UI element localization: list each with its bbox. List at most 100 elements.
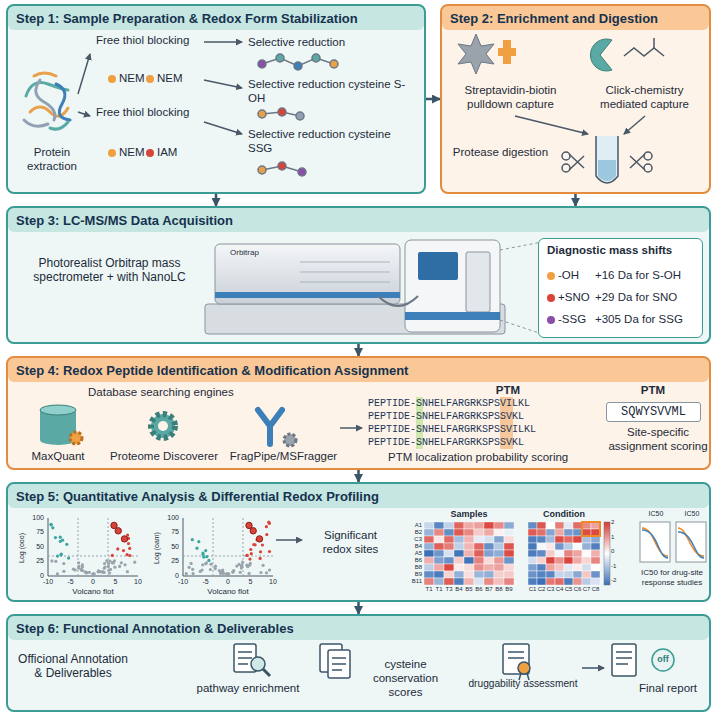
text-label: 75 — [26, 528, 44, 536]
text-label: PEPTIDE-SNHELFARGRKSPSSVKL — [368, 411, 578, 423]
text-label: T1 — [434, 586, 444, 593]
text-label: C5 — [564, 586, 573, 593]
text-label: 5 — [107, 578, 125, 586]
text-label: 0 — [161, 572, 179, 580]
text-label: cysteine conservation scores — [358, 658, 453, 699]
text-label: SQWYSVVML — [606, 402, 701, 422]
text-label: 0 — [611, 548, 625, 555]
text-label: IAM — [146, 146, 182, 160]
text-label: +16 Da for S-OH — [595, 269, 699, 283]
text-label: B2 — [402, 529, 422, 536]
text-label: -5 — [62, 578, 80, 586]
text-label: Selective reduction cysteine SSG — [248, 128, 418, 156]
text-label: B7 — [484, 586, 494, 593]
capture-icons — [458, 34, 664, 74]
text-label: Proteome Discoverer — [104, 450, 224, 464]
step-heading: Step 3: LC-MS/MS Data Acquisition — [16, 212, 616, 230]
text-label: IC50 — [640, 510, 672, 518]
text-label: 75 — [161, 528, 179, 536]
text-label: 0 — [26, 572, 44, 580]
panel-grounds — [6, 4, 711, 712]
text-label: NEM — [108, 72, 144, 86]
text-label: A5 — [402, 550, 422, 557]
text-label: -5 — [197, 578, 215, 586]
text-label: PTM — [493, 384, 523, 398]
text-label: druggability assessment — [468, 678, 578, 690]
text-label: Click-chemistry mediated capture — [582, 84, 707, 112]
text-label: Volcano flot — [58, 587, 128, 597]
text-label: +29 Da for SNO — [595, 291, 699, 305]
text-label: Site-specific assignment scoring — [608, 426, 708, 454]
text-label: Log (ooo) — [18, 518, 26, 578]
text-label: Samples — [424, 509, 514, 519]
text-label: 0 — [84, 578, 102, 586]
text-label: Volcano flot — [193, 587, 263, 597]
text-label: NEM — [146, 72, 182, 86]
text-label: C4 — [555, 586, 564, 593]
text-label: B6 — [474, 586, 484, 593]
text-label: 100 — [161, 514, 179, 522]
text-label: PTM — [638, 384, 668, 398]
text-label: C3 — [402, 536, 422, 543]
text-label: B8 — [402, 564, 422, 571]
text-label: -2 — [611, 577, 625, 584]
flow-arrow — [357, 470, 360, 482]
step-heading: Step 6: Functional Annotation & Delivera… — [16, 620, 696, 638]
text-label: Protein extraction — [16, 146, 88, 174]
text-label: -10 — [39, 578, 57, 586]
text-label: C6 — [573, 586, 582, 593]
text-label: 25 — [161, 557, 179, 565]
text-label: -1 — [611, 563, 625, 570]
step1-arrows — [78, 42, 242, 134]
heatmap-cells — [424, 522, 600, 585]
flow-arrow — [215, 194, 218, 206]
text-label: B5 — [464, 586, 474, 593]
text-label: 2 — [611, 519, 625, 526]
text-label: 10 — [129, 578, 147, 586]
flow-arrow — [357, 602, 360, 614]
text-label: C3 — [546, 586, 555, 593]
text-label: Condition — [528, 509, 600, 519]
text-label: 5 — [242, 578, 260, 586]
text-label: -OH — [547, 269, 592, 283]
text-label: 50 — [26, 543, 44, 551]
text-label: 0 — [219, 578, 237, 586]
flow-arrow — [357, 344, 360, 356]
text-label: 100 — [26, 514, 44, 522]
text-label: B6 — [402, 557, 422, 564]
flow-arrow — [574, 194, 577, 206]
text-label: Free thiol blocking — [96, 34, 216, 48]
text-label: IC50 — [676, 510, 708, 518]
text-label: Protease digestion — [448, 146, 553, 160]
text-label: +SNO — [547, 291, 592, 305]
text-label: Selective reduction — [248, 36, 418, 50]
text-label: off — [653, 654, 673, 664]
text-label: IC50 for drug-site response studies — [634, 568, 710, 588]
step-heading: Step 5: Quantitative Analysis & Differen… — [16, 488, 696, 506]
text-label: PEPTIDE-SNHELFARGRKSPSVILKL — [368, 398, 578, 410]
text-label: A1 — [402, 522, 422, 529]
text-label: Orbitrap — [230, 248, 290, 258]
text-label: Diagnostic mass shifts — [547, 244, 697, 258]
text-label: T3 — [444, 586, 454, 593]
text-label: FragPipe/MSFragger — [226, 450, 341, 464]
mass-spectrometer — [205, 240, 542, 334]
text-label: T1 — [424, 586, 434, 593]
text-label: NEM — [108, 146, 144, 160]
text-label: C7 — [582, 586, 591, 593]
text-label: PEPTIDE-SNHELFARGRKSPSSVILKL — [368, 424, 578, 436]
text-label: Database searching engines — [88, 386, 268, 400]
text-label: C2 — [537, 586, 546, 593]
protein-illustration — [24, 73, 70, 129]
step-heading: Step 2: Enrichment and Digestion — [450, 10, 705, 28]
text-label: B9 — [402, 571, 422, 578]
step-panel: Step 4: Redox Peptide Identification & M… — [6, 356, 711, 470]
text-label: Log (oam) — [153, 518, 161, 578]
text-label: 50 — [161, 543, 179, 551]
step-heading: Step 4: Redox Peptide Identification & M… — [16, 362, 696, 380]
text-label: PEPTIDE-SNHELFARGRKSPSSVKL — [368, 437, 578, 449]
flow-arrow — [426, 98, 440, 101]
text-label: C8 — [591, 586, 600, 593]
step-panel: Step 3: LC-MS/MS Data AcquisitionPhotore… — [6, 206, 711, 344]
